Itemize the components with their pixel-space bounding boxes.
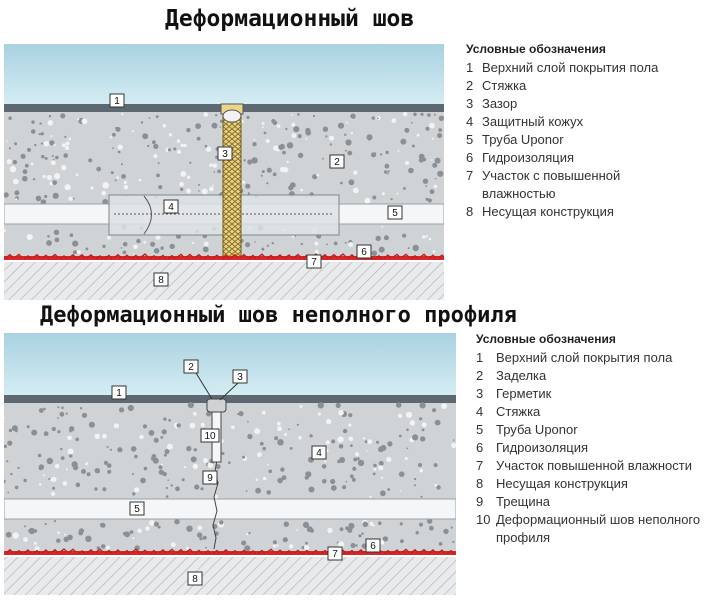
callout-2: 2 (183, 359, 199, 374)
callout-3: 3 (217, 146, 233, 161)
diagram2-title: Деформационный шов неполного профиля (40, 303, 517, 328)
svg-text:4: 4 (168, 202, 174, 213)
callout-4: 4 (163, 199, 179, 214)
svg-text:9: 9 (207, 473, 213, 484)
screed (4, 403, 456, 551)
moisture-zone (5, 253, 444, 260)
callout-5: 5 (387, 205, 403, 220)
svg-text:2: 2 (188, 362, 194, 373)
floor-covering (4, 395, 456, 403)
svg-text:5: 5 (392, 208, 398, 219)
svg-text:7: 7 (311, 257, 317, 268)
svg-text:7: 7 (332, 549, 338, 560)
callout-7: 7 (327, 546, 343, 561)
callout-6: 6 (365, 538, 381, 553)
legend-heading: Условные обозначения (476, 332, 616, 346)
svg-text:3: 3 (237, 372, 243, 383)
svg-text:1: 1 (116, 388, 122, 399)
joint-insulation (222, 111, 242, 258)
pipe (4, 498, 456, 520)
load-bearing-structure (4, 262, 444, 300)
callout-9: 9 (202, 470, 218, 485)
waterproofing-layer (4, 256, 444, 260)
waterproofing-layer (4, 551, 456, 555)
sleeve-fold (143, 195, 152, 235)
svg-text:8: 8 (192, 574, 198, 585)
callout-5: 5 (129, 501, 145, 516)
callout-4: 4 (311, 445, 327, 460)
callout-8: 8 (187, 571, 203, 586)
callout-6: 6 (356, 244, 372, 259)
svg-text:8: 8 (158, 275, 164, 286)
leader-2 (195, 372, 213, 400)
svg-text:10: 10 (204, 431, 216, 442)
air-zone (4, 333, 456, 395)
joint-seal (222, 109, 242, 123)
callout-3: 3 (232, 369, 248, 384)
diagram1-title: Деформационный шов (165, 6, 415, 32)
callout-8: 8 (153, 272, 169, 287)
callout-1: 1 (111, 385, 127, 400)
expansion-joint-diagram: 1 2 3 4 5 6 7 8 (4, 44, 444, 300)
load-bearing-structure (4, 557, 456, 595)
svg-text:5: 5 (134, 504, 140, 515)
svg-text:1: 1 (114, 96, 120, 107)
legend-heading: Условные обозначения (466, 42, 606, 56)
svg-text:3: 3 (222, 149, 228, 160)
svg-text:2: 2 (334, 157, 340, 168)
callout-10: 10 (200, 428, 220, 443)
callout-2: 2 (329, 154, 345, 169)
svg-text:6: 6 (370, 541, 376, 552)
screed-aggregate (4, 402, 456, 552)
callout-7: 7 (306, 254, 322, 269)
leader-3 (219, 382, 239, 401)
svg-text:4: 4 (316, 448, 322, 459)
callout-1: 1 (109, 93, 125, 108)
partial-expansion-joint-diagram: 1 2 3 4 5 6 7 8 9 10 (4, 333, 456, 595)
svg-text:6: 6 (361, 247, 367, 258)
air-zone (4, 44, 444, 104)
sealant (206, 398, 227, 413)
